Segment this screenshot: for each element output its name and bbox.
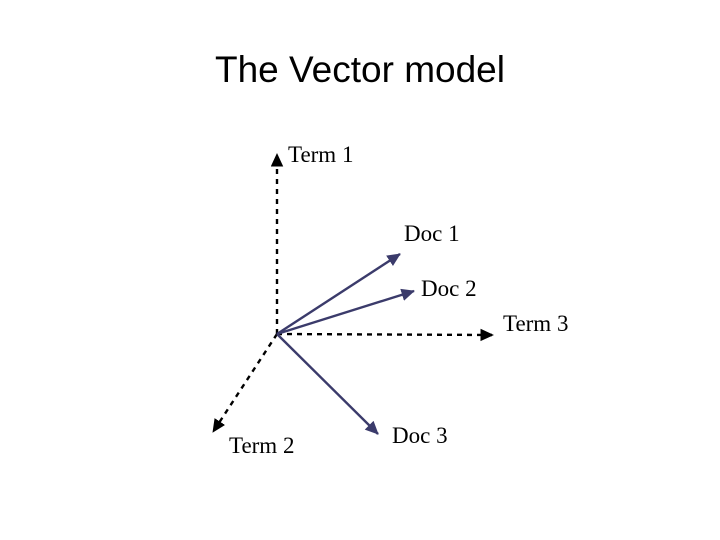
page-title: The Vector model — [215, 49, 505, 90]
term-2-axis-line — [211, 333, 279, 433]
doc-1-vector-line — [276, 252, 401, 336]
axis-label-term-2: Term 2 — [229, 433, 295, 458]
vector-label-doc-3: Doc 3 — [392, 423, 448, 448]
doc-2-vector-line — [276, 288, 415, 336]
axis-label-term-3: Term 3 — [503, 311, 569, 336]
term-3-axis-line — [276, 328, 494, 342]
vector-label-doc-1: Doc 1 — [404, 221, 460, 246]
vector-label-doc-2: Doc 2 — [421, 276, 477, 301]
axis-label-term-1: Term 1 — [288, 142, 354, 167]
doc-3-vector-line — [276, 333, 379, 435]
